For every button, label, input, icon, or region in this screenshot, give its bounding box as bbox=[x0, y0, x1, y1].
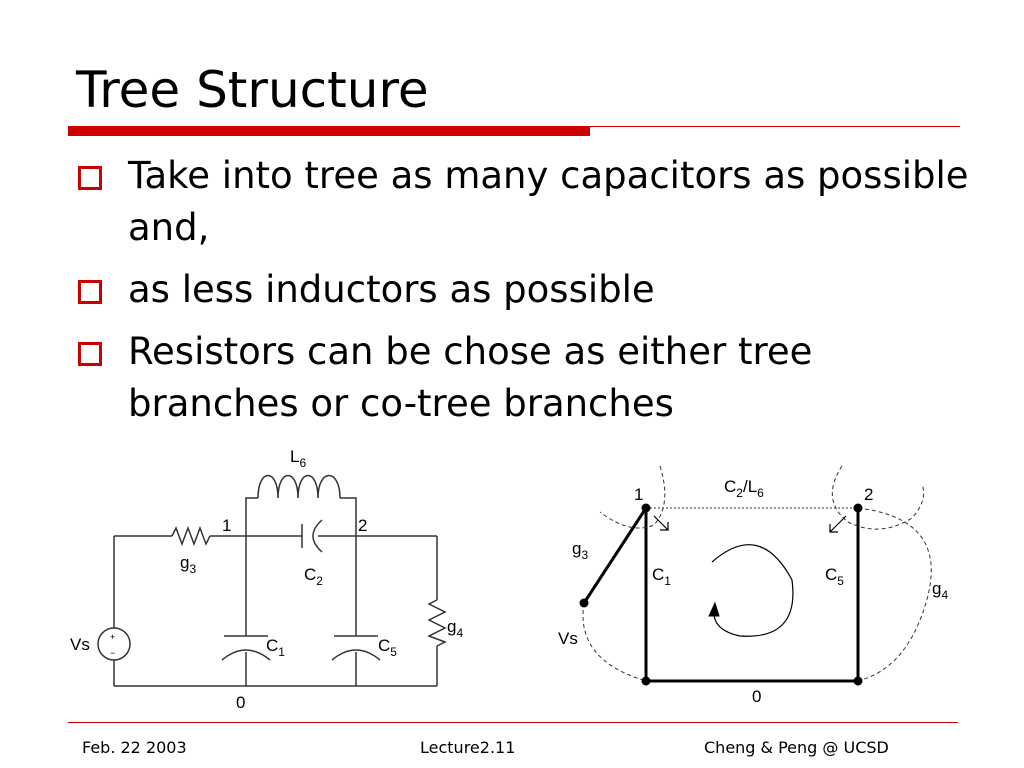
label-l6: L6 bbox=[290, 447, 306, 470]
node-1-label: 1 bbox=[222, 516, 231, 535]
label-c5: C5 bbox=[378, 636, 397, 659]
graph-node-vs bbox=[579, 598, 589, 608]
graph-label-g4: g4 bbox=[932, 579, 948, 602]
bullet-item: Resistors can be chose as either tree br… bbox=[76, 326, 976, 430]
edge-vs-dashed bbox=[582, 602, 647, 682]
square-bullet-icon bbox=[78, 342, 102, 366]
bullet-item: as less inductors as possible bbox=[76, 264, 976, 316]
cutset-arc-node1 bbox=[599, 465, 666, 529]
resistor-g3 bbox=[171, 525, 211, 547]
tree-graph bbox=[579, 465, 932, 686]
resistor-g4 bbox=[427, 599, 447, 647]
graph-node-2 bbox=[853, 503, 863, 513]
inductor-l6-leads bbox=[245, 497, 357, 536]
node-0-label: 0 bbox=[236, 693, 245, 712]
node-2-label: 2 bbox=[358, 516, 367, 535]
label-vs: Vs bbox=[70, 635, 90, 654]
bullet-list: Take into tree as many capacitors as pos… bbox=[76, 150, 976, 440]
title-underline-thin bbox=[590, 126, 960, 127]
capacitor-c2-curve bbox=[312, 519, 323, 553]
capacitor-c5-curve bbox=[331, 649, 381, 661]
bullet-text: as less inductors as possible bbox=[128, 268, 655, 311]
square-bullet-icon bbox=[78, 280, 102, 304]
label-g3: g3 bbox=[180, 553, 196, 576]
edge-g3 bbox=[582, 507, 648, 604]
label-c2-l6: C2/L6 bbox=[724, 477, 764, 500]
graph-label-g3: g3 bbox=[572, 539, 588, 562]
arrow-node2-icon bbox=[829, 515, 847, 533]
title-underline-thick bbox=[68, 126, 590, 136]
graph-node-1 bbox=[641, 503, 651, 513]
footer-lecture: Lecture2.11 bbox=[420, 738, 516, 757]
graph-node-1-label: 1 bbox=[634, 485, 643, 504]
footer-divider bbox=[68, 722, 958, 723]
circuit-diagrams: L6 1 2 g3 C2 g4 C1 C5 Vs + − 0 bbox=[70, 447, 948, 712]
label-c1: C1 bbox=[266, 636, 285, 659]
square-bullet-icon bbox=[78, 166, 102, 190]
tree-graph-labels: 1 2 C2/L6 g3 C1 C5 g4 Vs 0 bbox=[558, 477, 948, 706]
cutset-arc-node2 bbox=[831, 465, 925, 530]
circuit-schematic bbox=[97, 474, 447, 687]
capacitor-c1-curve bbox=[221, 649, 271, 661]
graph-node-0-left bbox=[641, 676, 651, 686]
inductor-l6 bbox=[257, 474, 341, 499]
loop-arrowhead-icon bbox=[708, 601, 720, 617]
footer-author: Cheng & Peng @ UCSD bbox=[704, 738, 889, 757]
graph-label-vs: Vs bbox=[558, 629, 578, 648]
source-plus: + bbox=[110, 632, 115, 642]
source-minus: − bbox=[110, 648, 115, 658]
edge-g4-dashed bbox=[857, 507, 932, 682]
bullet-text: Resistors can be chose as either tree br… bbox=[128, 330, 813, 425]
voltage-source-icon bbox=[97, 627, 131, 661]
graph-node-0-right bbox=[853, 676, 863, 686]
arrow-node1-icon bbox=[653, 515, 669, 531]
graph-label-c5: C5 bbox=[825, 565, 844, 588]
circuit-labels: L6 1 2 g3 C2 g4 C1 C5 Vs + − 0 bbox=[70, 447, 463, 712]
bullet-item: Take into tree as many capacitors as pos… bbox=[76, 150, 976, 254]
loop-arrow-icon bbox=[711, 544, 794, 637]
footer-date: Feb. 22 2003 bbox=[82, 738, 187, 757]
graph-node-2-label: 2 bbox=[864, 485, 873, 504]
graph-label-c1: C1 bbox=[652, 565, 671, 588]
slide-title: Tree Structure bbox=[76, 61, 429, 119]
graph-node-0-label: 0 bbox=[752, 687, 761, 706]
bullet-text: Take into tree as many capacitors as pos… bbox=[128, 154, 969, 249]
label-g4: g4 bbox=[447, 617, 463, 640]
label-c2: C2 bbox=[304, 565, 323, 588]
